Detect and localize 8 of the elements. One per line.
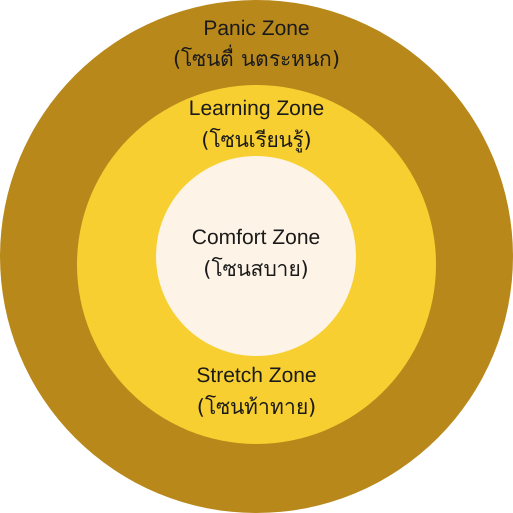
zone-label-thai: (โซนตื่ นตระหนก)	[172, 44, 340, 74]
zone-label: Panic Zone	[203, 16, 310, 42]
zone-label-thai: (โซนสบาย)	[203, 256, 309, 283]
zone-label-thai: (โซนท้าทาย)	[196, 394, 316, 421]
zone-label: Stretch Zone	[196, 363, 317, 389]
zone-label: Learning Zone	[188, 96, 324, 122]
zone-label-thai: (โซนเรียนรู้)	[201, 127, 312, 154]
zone-label: Comfort Zone	[192, 225, 320, 251]
